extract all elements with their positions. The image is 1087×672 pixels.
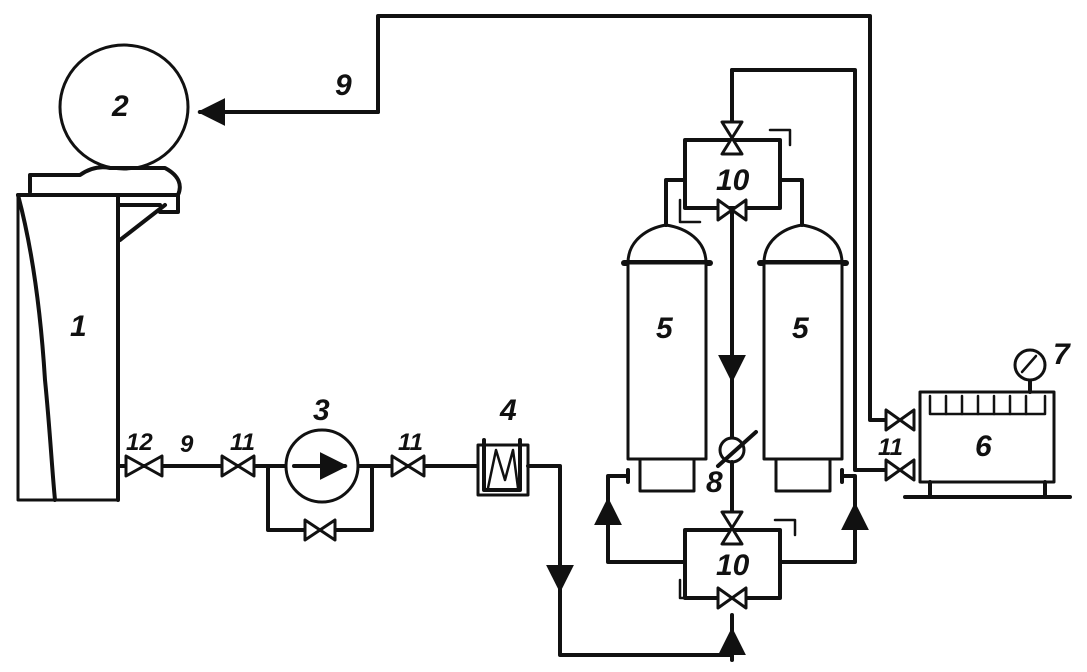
valve-11-a [220,454,256,478]
column-5-right [757,178,849,493]
flowmeter-8 [716,430,758,514]
valve-group-10-top [678,68,888,472]
label-column-left: 5 [656,312,674,345]
filter-4 [476,438,746,662]
label-valve-drain: 12 [126,429,153,456]
valve-11-b [390,454,426,478]
label-unit: 6 [975,430,992,463]
unit-6 [903,378,1072,499]
label-column-right: 5 [792,312,810,345]
label-valve-a: 11 [230,429,255,456]
pump-3 [284,428,360,504]
label-filter: 4 [499,394,517,427]
label-valve-group-bottom: 10 [716,549,750,582]
label-pipe-bottom: 9 [180,431,194,458]
vessel-1 [16,193,180,502]
valve-group-10-bottom [594,468,869,610]
label-pump: 3 [313,394,330,427]
valve-11-right-bottom [884,458,916,482]
label-valve-group-top: 10 [716,164,750,197]
valve-11-right-top [884,408,916,432]
column-5-left [621,178,713,493]
tank-2 [28,43,190,197]
label-tank: 2 [111,90,129,123]
label-flowmeter: 8 [706,466,723,499]
label-valve-b: 11 [398,429,423,456]
label-pipe-top: 9 [335,69,352,102]
gauge-7 [1013,348,1047,382]
label-vessel: 1 [70,310,87,343]
return-pipe-top [197,14,888,422]
label-valve-right: 11 [878,434,903,461]
bypass-valve [303,518,337,542]
label-gauge: 7 [1053,338,1071,371]
valve-12 [124,454,164,478]
